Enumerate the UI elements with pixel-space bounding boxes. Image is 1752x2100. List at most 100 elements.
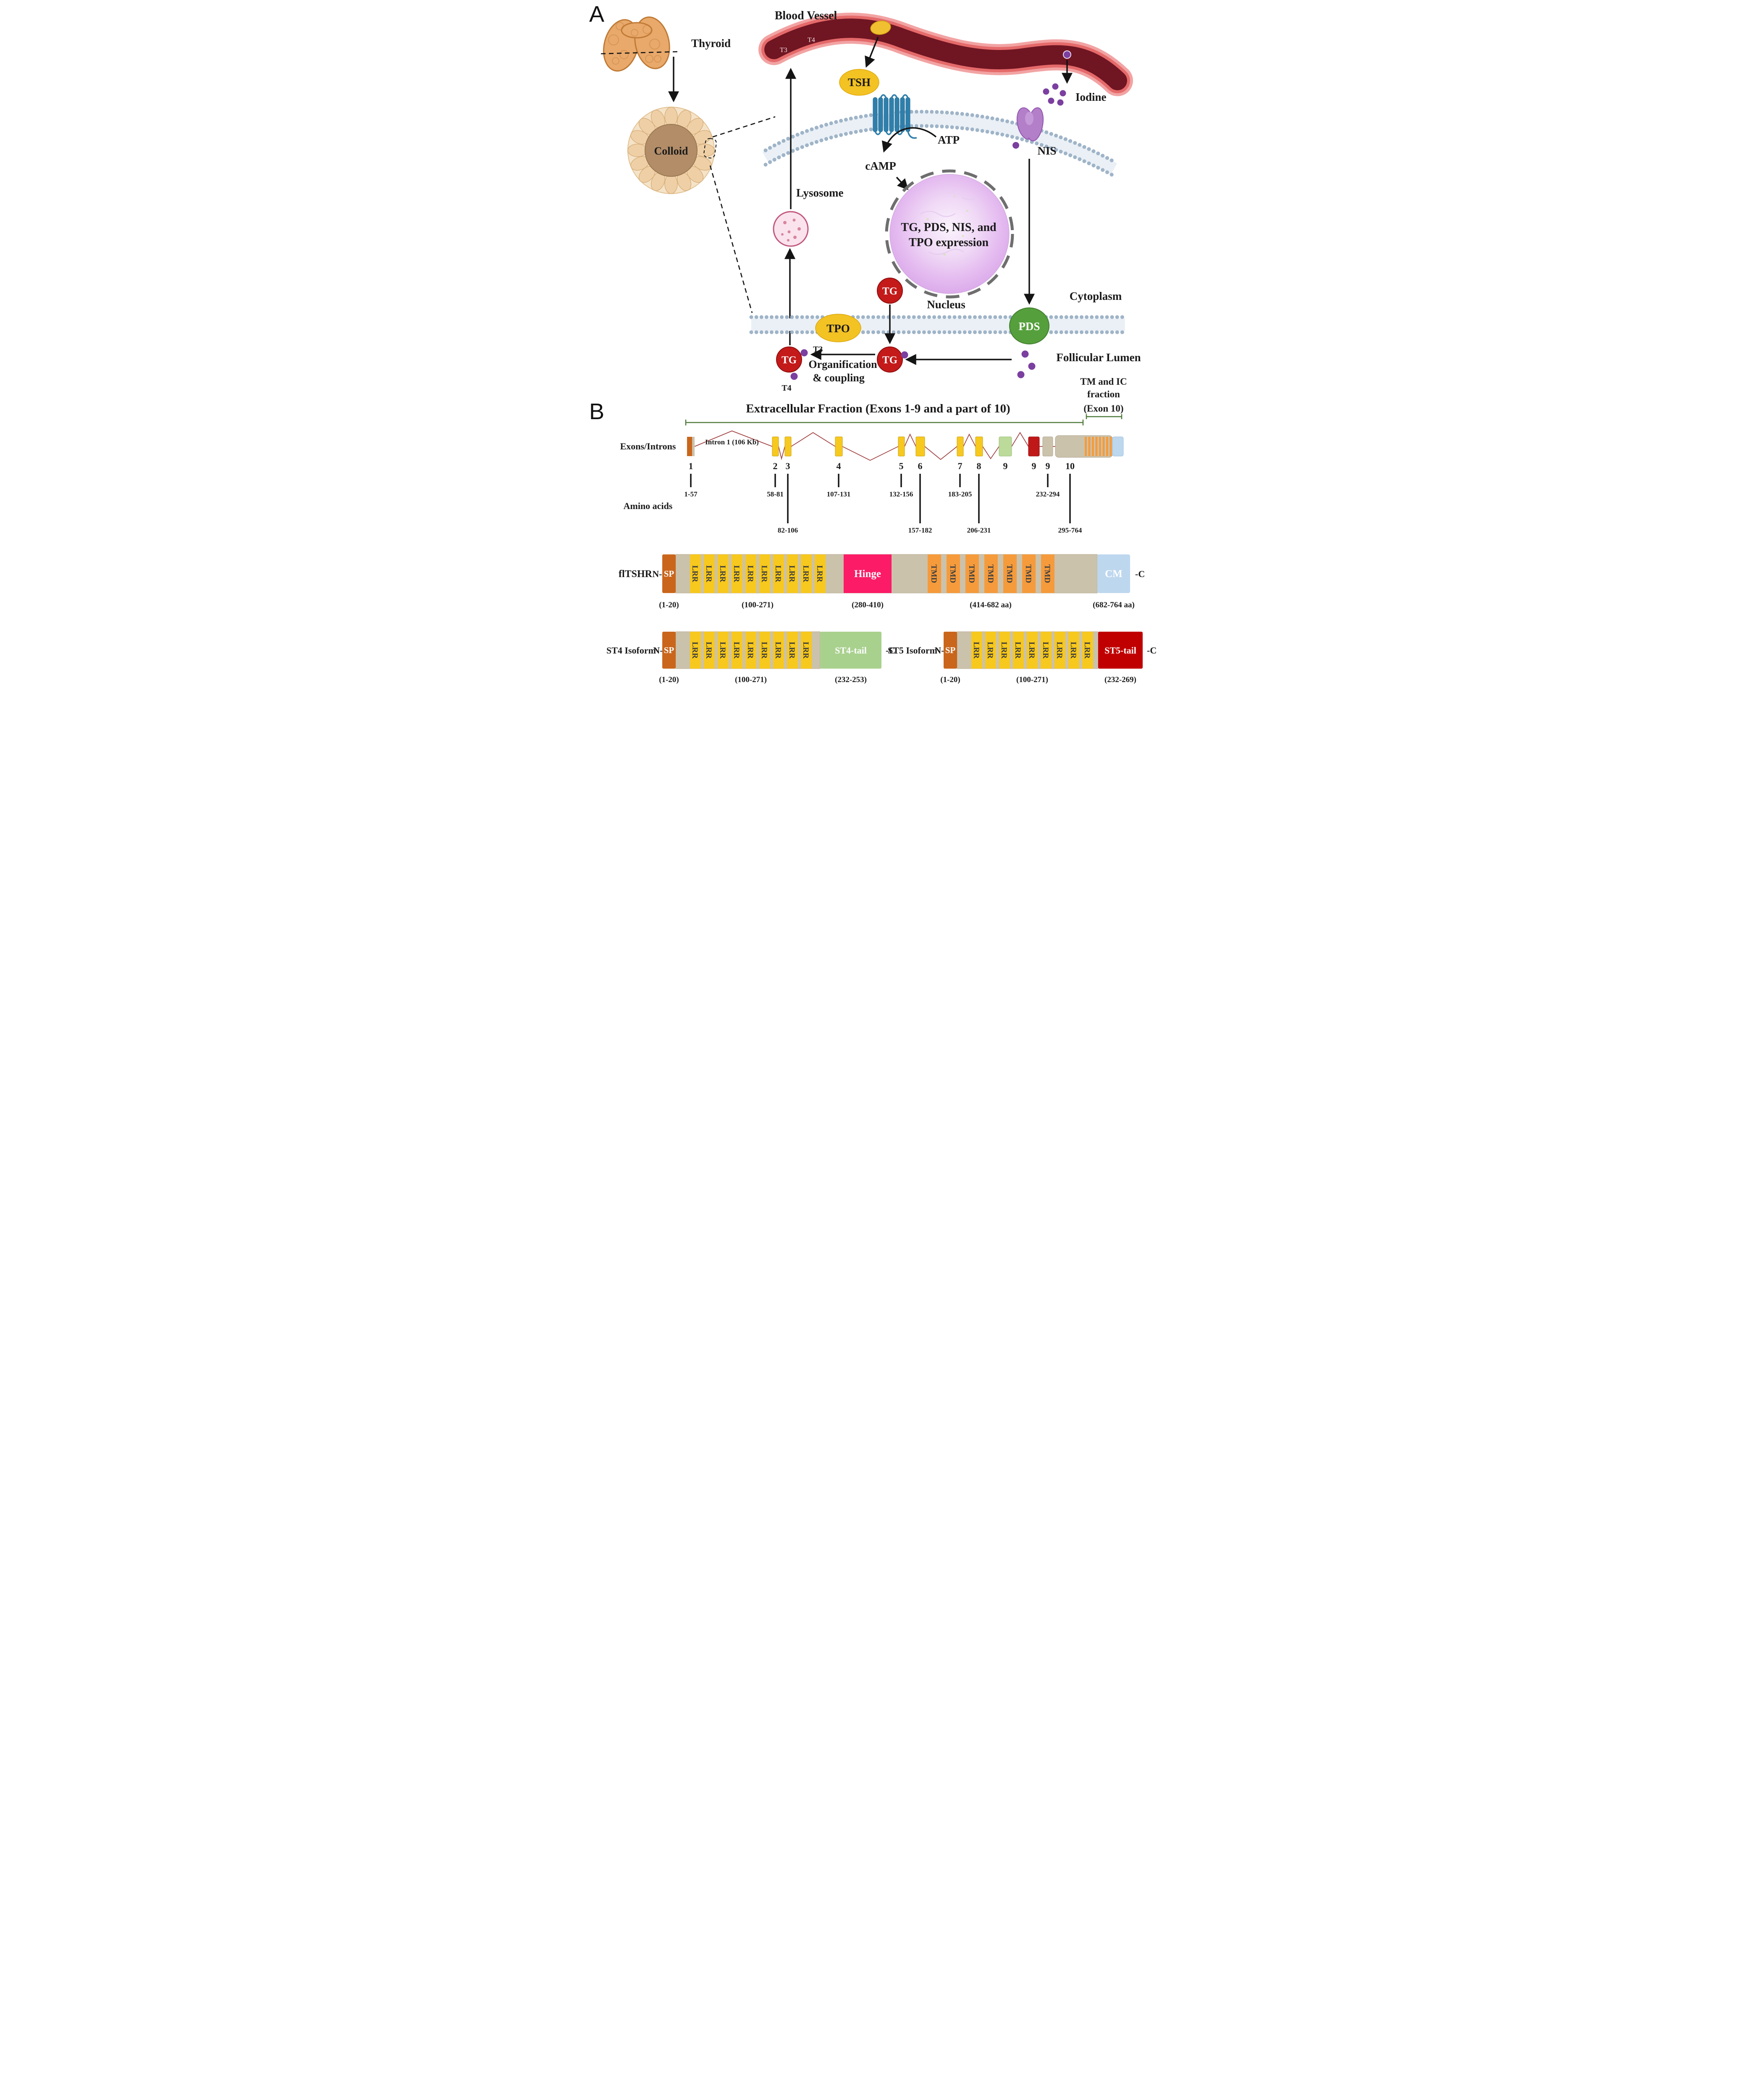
n-terminus: N- [653,645,663,656]
hinge-label: Hinge [854,568,881,580]
t4-dot [790,373,797,380]
range-label: (1-20) [940,675,960,684]
t4-label: T4 [782,383,791,393]
pds-transporter: PDS [1009,307,1049,344]
nucleus-caption-line1: TG, PDS, NIS, and [901,221,997,234]
range-label: (1-20) [659,675,679,684]
lrr-label: LRR [815,565,824,582]
lrr-label: LRR [760,642,768,659]
exon-number: 9 [1045,461,1050,471]
t3-dot [800,349,808,357]
blood-vessel: T3 T4 [758,13,1133,96]
fltshr-sp [662,554,676,593]
follicular-lumen-label: Follicular Lumen [1056,351,1141,364]
exon-1 [687,437,692,456]
exon-number: 9 [1031,461,1036,471]
lrr-label: LRR [746,565,755,582]
extracellular-fraction-header: Extracellular Fraction (Exons 1-9 and a … [746,402,1010,415]
amino-acids-label: Amino acids [623,501,672,511]
tmd-label: TMD [948,564,957,583]
aa-range: 82-106 [777,526,797,534]
lrr-label: LRR [746,642,755,659]
range-label: (232-253) [835,675,867,684]
tmd-label: TMD [1024,564,1033,583]
tpo-label: TPO [826,322,850,335]
aa-ticks [690,474,1071,523]
iodine-cluster [1043,83,1066,106]
lrr-label: LRR [1027,642,1036,659]
t4-vessel-label: T4 [808,37,815,44]
range-label: (414-682 aa) [970,601,1012,609]
exon-number: 7 [957,461,962,471]
arrow-atp-to-camp [881,127,936,153]
pds-label: PDS [1018,320,1040,333]
intron-lines [694,430,1055,461]
aa-range: 157-182 [908,526,932,534]
iodide-lumen-cluster [1017,350,1035,378]
n-terminus: N- [652,569,662,579]
st4-diagram: ST4 Isoform N- SP LRR LRR LRR LRR LRR LR… [606,631,895,684]
organification-label-line1: Organification [808,358,877,370]
lrr-label: LRR [704,565,713,582]
upper-membrane [762,110,1117,178]
fltshr-cm [1097,554,1130,593]
lrr-label: LRR [690,642,699,659]
exon-number: 6 [918,461,922,471]
lrr-label: LRR [972,642,981,659]
fltshr-lrr-blocks: LRR LRR LRR LRR LRR LRR LRR LRR LRR LRR [690,554,826,593]
lrr-label: LRR [787,565,796,582]
lrr-label: LRR [690,565,699,582]
exon-number: 9 [1003,461,1007,471]
exon-number: 1 [688,461,693,471]
exon-1b [692,437,695,456]
st5-diagram: ST5 Isoform N- SP LRR LRR LRR LRR LRR LR… [888,631,1157,684]
zoom-dashed-line-bottom [709,165,753,313]
range-label: (100-271) [742,601,774,609]
colloid-label: Colloid [654,145,688,157]
tm-ic-label-line3: (Exon 10) [1083,403,1123,414]
range-label: (100-271) [1016,675,1048,684]
tg-label: TG [882,354,897,366]
st5-tail [1098,632,1143,669]
t3-label: T3 [813,345,823,354]
tsh-label: TSH [847,76,870,89]
tpo-enzyme: TPO [815,314,861,342]
exon-4 [835,436,842,457]
exon-6 [915,436,925,457]
st5-lrr-blocks: LRR LRR LRR LRR LRR LRR LRR LRR LRR [971,632,1093,669]
exon-10-tm-stripes [1084,437,1112,456]
lysosome-label: Lysosome [796,186,844,199]
tsh-receptor [873,94,917,139]
exon-numbers: 1 2 3 4 5 6 7 8 9 9 9 10 [688,461,1075,471]
st4-tail [820,632,881,669]
c-terminus: -C [886,645,895,656]
n-terminus: N- [934,645,944,656]
extracellular-bracket [685,420,1083,425]
aa-range: 232-294 [1036,490,1060,498]
c-terminus: -C [1135,569,1145,579]
tm-ic-label-line1: TM and IC [1080,376,1127,387]
tmd-label: TMD [1043,564,1052,583]
sp-label: SP [945,645,955,655]
zoom-dashed-line-top [712,116,775,138]
organification-label-line2: & coupling [813,372,865,384]
fltshr-tmd-blocks: TMD TMD TMD TMD TMD TMD TMD [927,554,1054,593]
c-terminus: -C [1147,645,1157,656]
exon-8 [975,436,983,457]
tg-iodinated: TG [876,346,908,373]
exon-9-red [1028,436,1039,457]
colloid-follicle: Colloid [627,107,715,194]
tg-cytoplasmic: TG [876,278,903,304]
exon-2 [772,436,779,457]
aa-range: 107-131 [826,490,850,498]
exon10-bracket [1086,414,1122,419]
fltshr-diagram: flTSHR N- SP LRR LRR LRR LRR LRR LRR LRR… [618,554,1145,609]
tmd-label: TMD [986,564,995,583]
arrow-vessel-to-tsh [864,37,879,68]
aa-ranges-long: 82-106 157-182 206-231 295-764 [777,526,1082,534]
lrr-label: LRR [999,642,1008,659]
nucleus: TG, PDS, NIS, and TPO expression [885,169,1014,299]
exons-introns-label: Exons/Introns [620,441,676,452]
fltshr-hinge [843,554,892,593]
st4-label: ST4 Isoform [606,645,656,656]
